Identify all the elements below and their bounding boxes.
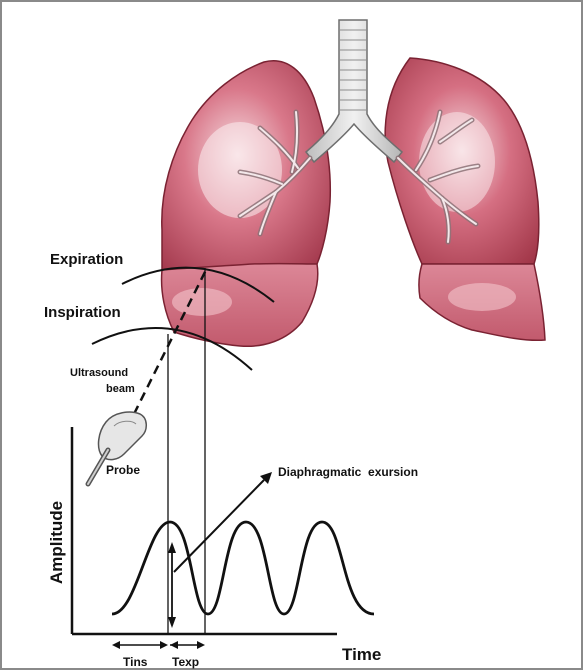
ultrasound-label-line2: beam xyxy=(106,383,135,395)
inspiration-label: Inspiration xyxy=(44,304,121,321)
excursion-waveform xyxy=(112,522,374,614)
diaphragmatic-excursion-label: Diaphragmatic exursion xyxy=(278,465,418,479)
expiration-label: Expiration xyxy=(50,251,123,268)
probe-label: Probe xyxy=(106,463,140,477)
excursion-double-arrow xyxy=(168,542,176,628)
amplitude-axis-label: Amplitude xyxy=(47,501,66,584)
tins-interval-arrow xyxy=(112,641,168,649)
excursion-pointer-arrow xyxy=(174,472,272,572)
texp-label: Texp xyxy=(172,655,199,669)
ultrasound-label-line1: Ultrasound xyxy=(70,367,128,379)
tins-label: Tins xyxy=(123,655,148,669)
time-axis-label: Time xyxy=(342,645,381,664)
texp-interval-arrow xyxy=(170,641,205,649)
